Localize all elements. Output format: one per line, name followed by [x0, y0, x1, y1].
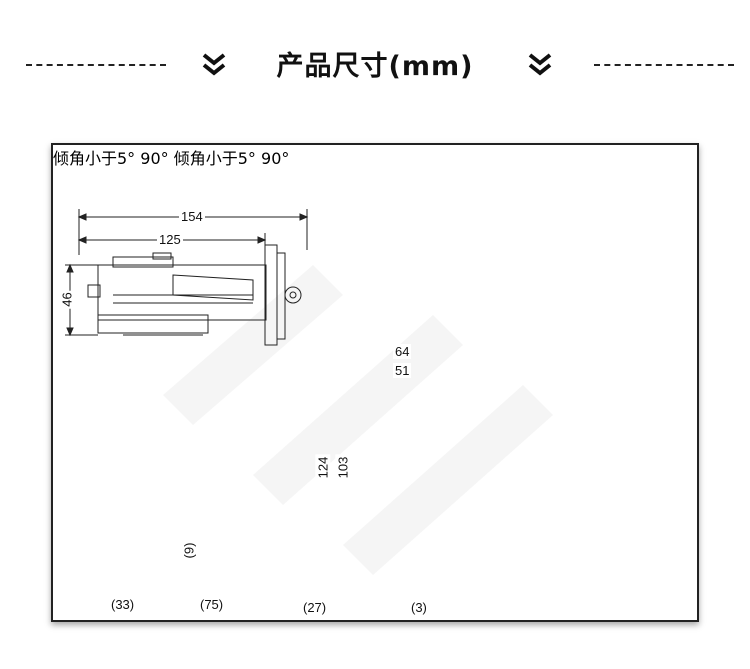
angle-label-bottom: 90°	[261, 149, 290, 168]
dim-body-length: 125	[157, 232, 183, 247]
dim-offset-right: (3)	[411, 600, 427, 615]
double-chevron-down-icon	[528, 53, 552, 76]
dim-outer-width: 64	[393, 344, 412, 359]
dim-inner-width: 51	[393, 363, 412, 378]
watermark	[163, 265, 553, 575]
drawing-canvas	[65, 209, 553, 575]
dim-overall-length: 154	[179, 209, 205, 224]
dim-inner-height: 103	[335, 454, 351, 481]
dim-height: 46	[59, 290, 75, 309]
dim-outer-height: 124	[315, 454, 331, 481]
dim-depth-rear: (75)	[198, 597, 226, 612]
dimension-drawing-frame: 倾角小于5° 90°	[51, 143, 699, 622]
dim-depth-front: (33)	[111, 597, 135, 612]
tilt-note-top: 倾角小于5°	[53, 149, 136, 168]
right-dashed-divider	[594, 64, 734, 66]
angle-label-top: 90°	[140, 149, 169, 168]
left-dashed-divider	[26, 64, 166, 66]
dim-bottom-gap: (9)	[181, 540, 197, 561]
double-chevron-down-icon	[202, 53, 226, 76]
dim-offset-left: (27)	[303, 600, 327, 615]
page-title: 产品尺寸(mm)	[276, 51, 474, 82]
tilt-note-bottom: 倾角小于5°	[173, 149, 256, 168]
